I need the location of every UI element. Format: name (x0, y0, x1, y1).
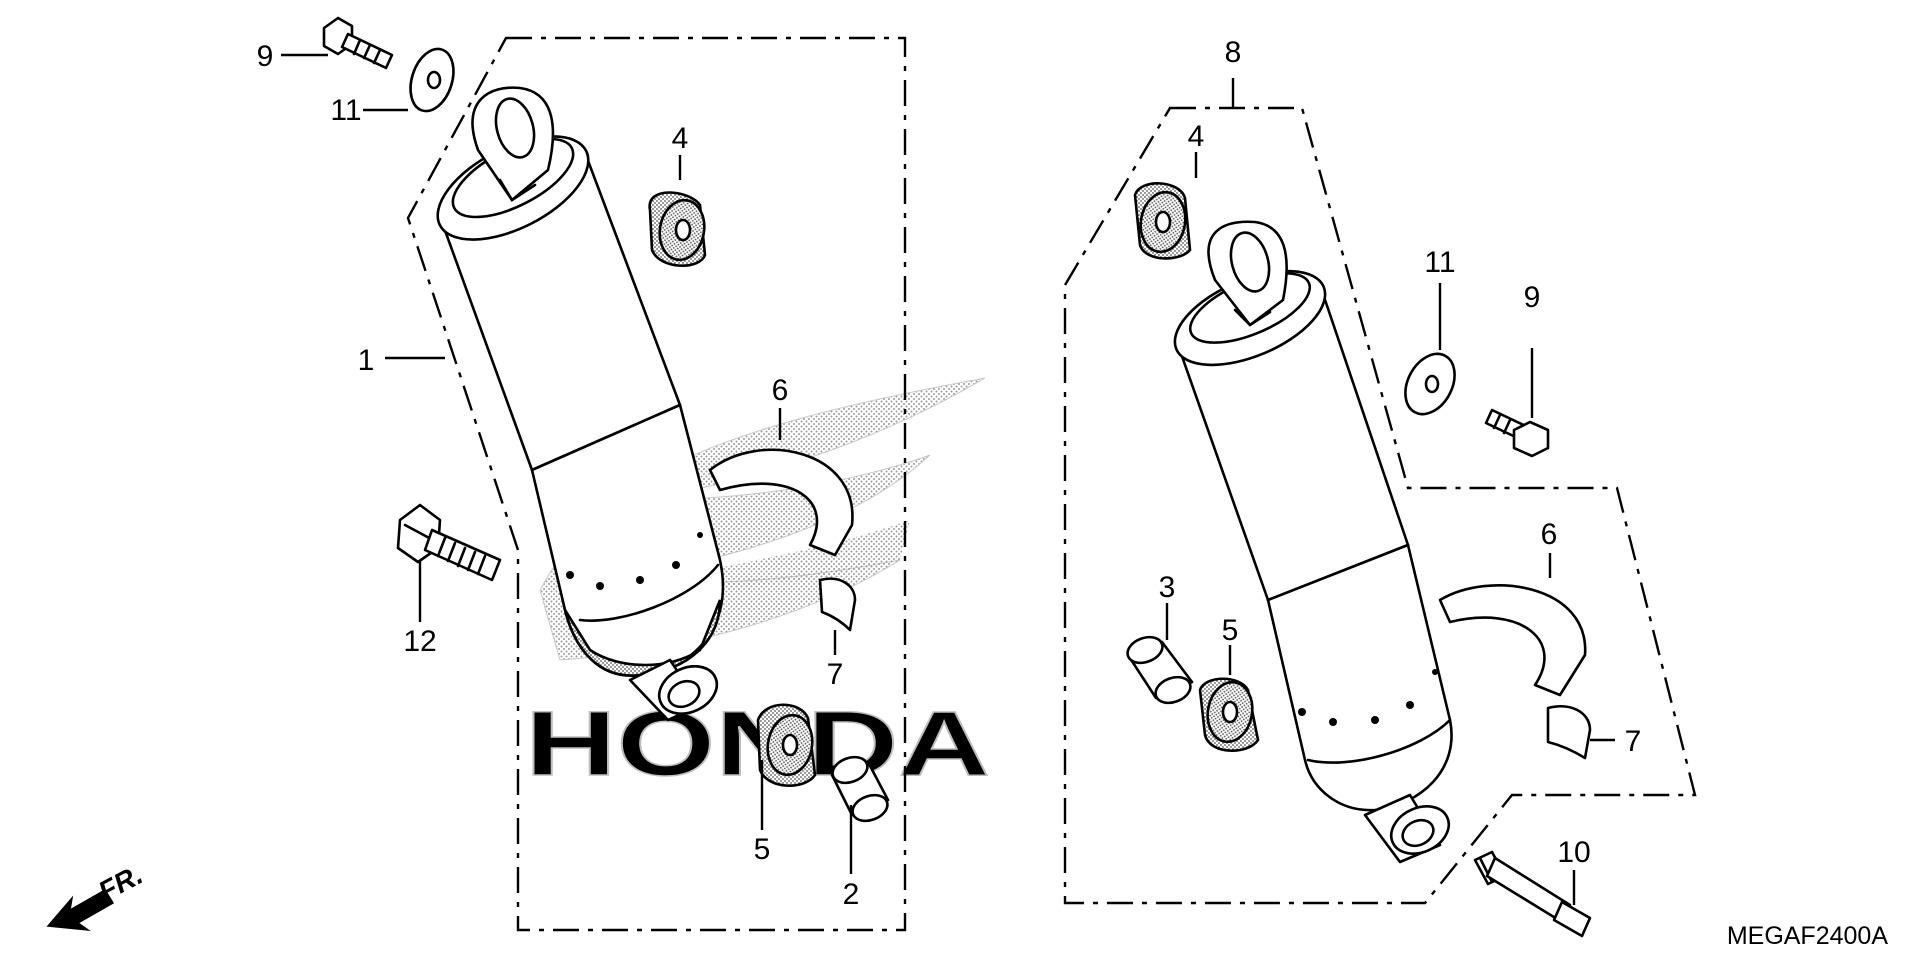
callout-left-7: 7 (827, 658, 844, 691)
right-stud-bolt (1473, 850, 1592, 938)
callout-left-12: 12 (403, 625, 436, 658)
right-shock-absorber (1173, 220, 1453, 864)
left-washer (409, 47, 455, 113)
catalog-code: MEGAF2400A (1727, 922, 1889, 950)
left-upper-bushing (648, 191, 707, 267)
callout-right-4: 4 (1188, 120, 1205, 153)
callout-right-8: 8 (1225, 36, 1242, 69)
left-clip-piece (818, 577, 857, 632)
callout-left-1: 1 (358, 344, 375, 377)
callout-left-9: 9 (257, 40, 274, 73)
left-collar (830, 755, 890, 823)
front-indicator: FR. (46, 859, 148, 932)
right-leader-lines (1165, 152, 1615, 905)
right-band-strap (1438, 584, 1587, 697)
right-washer (1404, 352, 1456, 416)
callout-right-9: 9 (1524, 281, 1541, 314)
left-band-strap (708, 448, 854, 557)
right-lower-bushing (1198, 677, 1260, 752)
callout-right-10: 10 (1557, 836, 1590, 869)
callout-left-2: 2 (843, 878, 860, 911)
left-leader-lines (281, 53, 853, 874)
front-direction-arrow-icon (46, 888, 115, 932)
callout-left-5: 5 (754, 833, 771, 866)
callout-right-11: 11 (1424, 246, 1455, 279)
callout-right-5: 5 (1222, 614, 1239, 647)
left-shock-absorber (436, 86, 725, 722)
callout-right-6: 6 (1541, 518, 1558, 551)
callout-left-6: 6 (772, 374, 789, 407)
right-collar (1126, 635, 1194, 705)
left-lower-bushing (756, 703, 817, 787)
honda-watermark-text: HONDA (525, 693, 990, 795)
left-callouts: 9 11 4 1 6 7 12 5 2 (257, 40, 860, 911)
right-small-bolt (1484, 408, 1550, 458)
left-assembly-boundary (406, 36, 907, 932)
callout-left-4: 4 (672, 122, 689, 155)
callout-right-3: 3 (1159, 571, 1176, 604)
right-assembly-boundary (1063, 106, 1697, 905)
callout-right-7: 7 (1625, 725, 1642, 758)
right-upper-bushing (1133, 182, 1192, 260)
right-clip-piece (1546, 705, 1592, 760)
callout-left-11: 11 (330, 94, 361, 127)
left-small-bolt (322, 16, 394, 70)
left-long-bolt (396, 503, 502, 582)
right-callouts: 8 4 11 9 6 3 5 7 10 (1159, 36, 1642, 869)
